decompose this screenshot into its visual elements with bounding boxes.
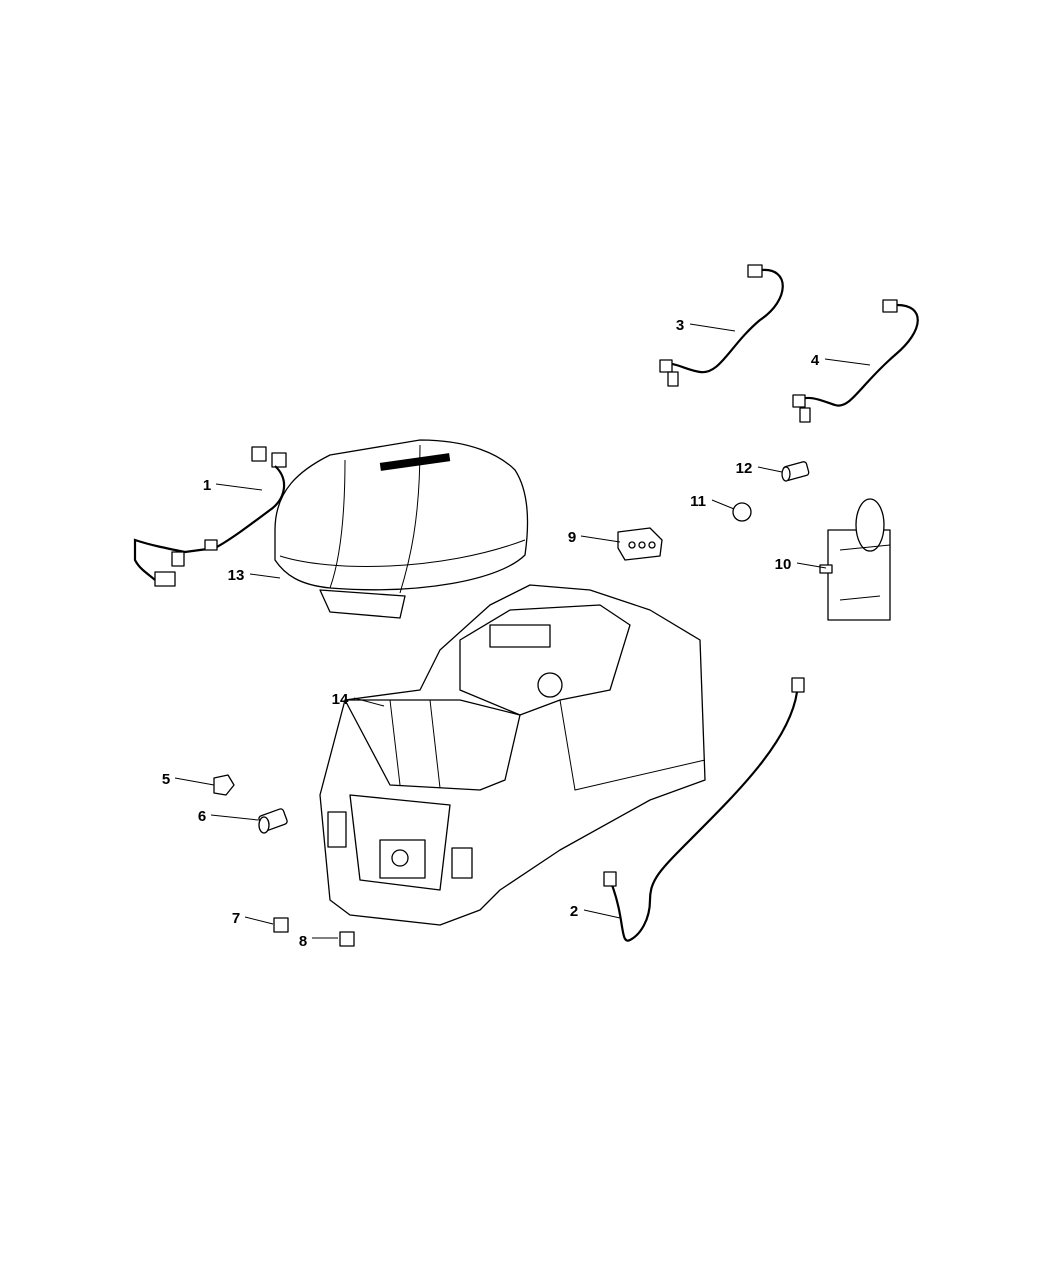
part-1-wiring-harness: [133, 446, 287, 587]
part-12-power-outlet: [781, 461, 810, 482]
callout-10: 10: [775, 556, 792, 573]
callout-9: 9: [568, 529, 576, 546]
callout-8: 8: [299, 933, 307, 950]
part-8-connector: [339, 931, 355, 947]
part-13-armrest-lid: [274, 439, 529, 619]
leader-line-6: [210, 814, 259, 821]
part-10-module: [819, 498, 891, 621]
callout-4: 4: [811, 352, 820, 369]
part-6-power-outlet: [258, 808, 288, 834]
leader-line-1: [215, 483, 263, 491]
callout-1: 1: [203, 477, 211, 494]
part-4-wiring-harness: [792, 299, 919, 423]
callout-7: 7: [232, 910, 240, 927]
part-11-switch: [732, 502, 752, 522]
leader-line-14: [353, 697, 385, 707]
callout-14: 14: [332, 691, 349, 708]
callout-6: 6: [198, 808, 206, 825]
part-9-usb-port: [617, 527, 663, 561]
leader-line-2: [583, 909, 621, 919]
part-3-wiring-harness: [659, 264, 784, 387]
callout-5: 5: [162, 771, 170, 788]
leader-line-9: [580, 535, 621, 543]
leader-line-10: [796, 562, 827, 569]
callout-3: 3: [676, 317, 684, 334]
leader-line-5: [174, 777, 215, 786]
part-7-connector: [273, 917, 289, 933]
callout-11: 11: [690, 493, 706, 510]
callout-2: 2: [570, 903, 578, 920]
part-2-wiring-harness: [603, 677, 805, 942]
leader-line-12: [757, 466, 783, 473]
callout-12: 12: [736, 460, 753, 477]
leader-line-4: [824, 358, 871, 366]
part-14-floor-console: [319, 584, 706, 926]
callout-13: 13: [228, 567, 245, 584]
leader-line-13: [249, 573, 281, 579]
part-5-switch: [213, 774, 235, 796]
leader-line-7: [244, 916, 274, 925]
leader-line-11: [711, 499, 735, 510]
leader-line-3: [689, 323, 736, 332]
